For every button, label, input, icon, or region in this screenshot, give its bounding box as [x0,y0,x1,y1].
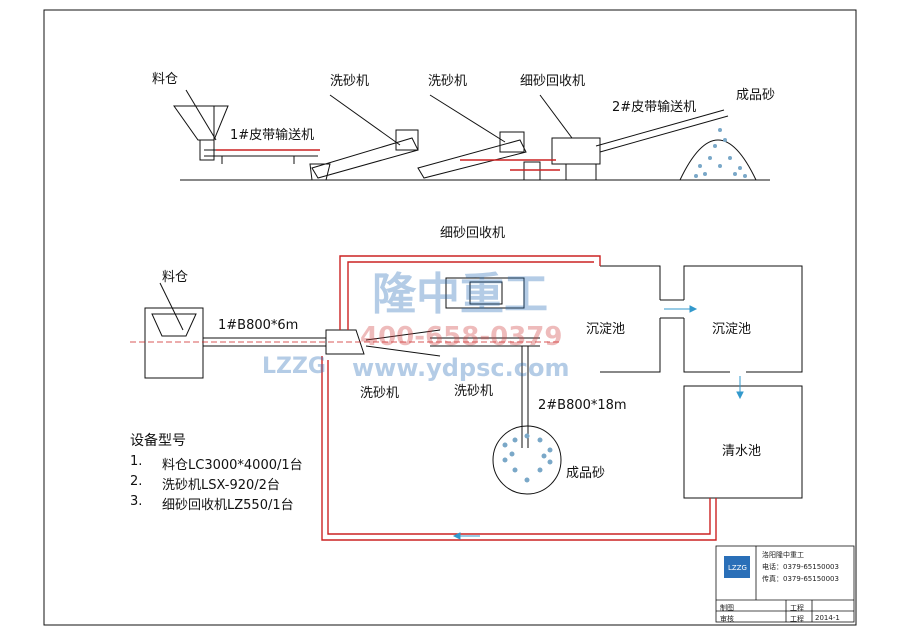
plan-tank2-label: 沉淀池 [712,322,752,337]
equipment-item-2: 洗砂机LSX-920/2台 [162,478,280,493]
plan-washer-b-label: 洗砂机 [454,384,494,399]
plan-belt1-label: 1#B800*6m [218,318,299,333]
plan-hopper-label: 料仓 [162,270,189,285]
pile-dots [694,128,747,178]
top-product-label: 成品砂 [736,88,776,103]
water-pipes [321,255,717,541]
title-cell-2: 审核 [720,615,734,623]
hopper-plan [144,307,204,379]
plan-clear-tank-label: 清水池 [722,444,762,459]
title-phone: 电话：0379-65150003 [762,563,839,571]
title-logo-box [724,556,750,578]
plan-washer-a-label: 洗砂机 [360,386,400,401]
top-recovery-label: 细砂回收机 [520,74,586,89]
plan-tank1-label: 沉淀池 [586,322,626,337]
side-elevation [173,89,770,181]
flow-arrows [452,305,744,540]
watermark-phone: 400-658-0379 [360,322,563,352]
title-block-grid [715,545,855,623]
top-conveyor1-label: 1#皮带输送机 [230,128,315,143]
watermark-site: www.ydpsc.com [352,354,570,382]
product-pile-plan [492,425,562,495]
washer-a-plan [325,329,365,355]
title-company: 洛阳隆中重工 [762,551,804,559]
title-cell-3: 工程 [790,604,804,612]
equipment-item-3: 细砂回收机LZ550/1台 [162,498,294,513]
plan-recovery-label: 细砂回收机 [440,226,506,241]
title-cell-1: 制图 [720,604,734,612]
equipment-item-3-num: 3. [130,494,143,509]
recovery-side [551,137,601,165]
washer-b-side [417,139,527,179]
plan-pile-dots [502,433,553,483]
watermark-brand: 隆中重工 [372,269,548,320]
equipment-item-1: 料仓LC3000*4000/1台 [162,458,303,473]
title-logo-text: LZZG [728,564,747,572]
top-washer-a-label: 洗砂机 [330,74,370,89]
equipment-item-1-num: 1. [130,454,143,469]
product-pile-side [679,139,757,181]
side-pipes [216,149,560,171]
title-fax: 传真：0379-65150003 [762,575,839,583]
recovery-plan [445,277,525,309]
equipment-item-2-num: 2. [130,474,143,489]
top-conveyor2-label: 2#皮带输送机 [612,100,697,115]
drawing-frame [43,9,857,626]
title-cell-4: 工程 [790,615,804,623]
watermark-logo: LZZG [262,354,326,379]
hopper-leader [185,89,217,141]
top-washer-b-label: 洗砂机 [428,74,468,89]
hopper-side [173,105,229,141]
top-hopper-label: 料仓 [152,72,179,87]
plan-product-label: 成品砂 [566,466,606,481]
plan-view [144,265,803,499]
clear-water-tank [683,385,803,499]
equipment-heading: 设备型号 [130,433,186,449]
plan-belt2-label: 2#B800*18m [538,398,627,413]
title-cell-5: 2014-1 [815,614,840,622]
